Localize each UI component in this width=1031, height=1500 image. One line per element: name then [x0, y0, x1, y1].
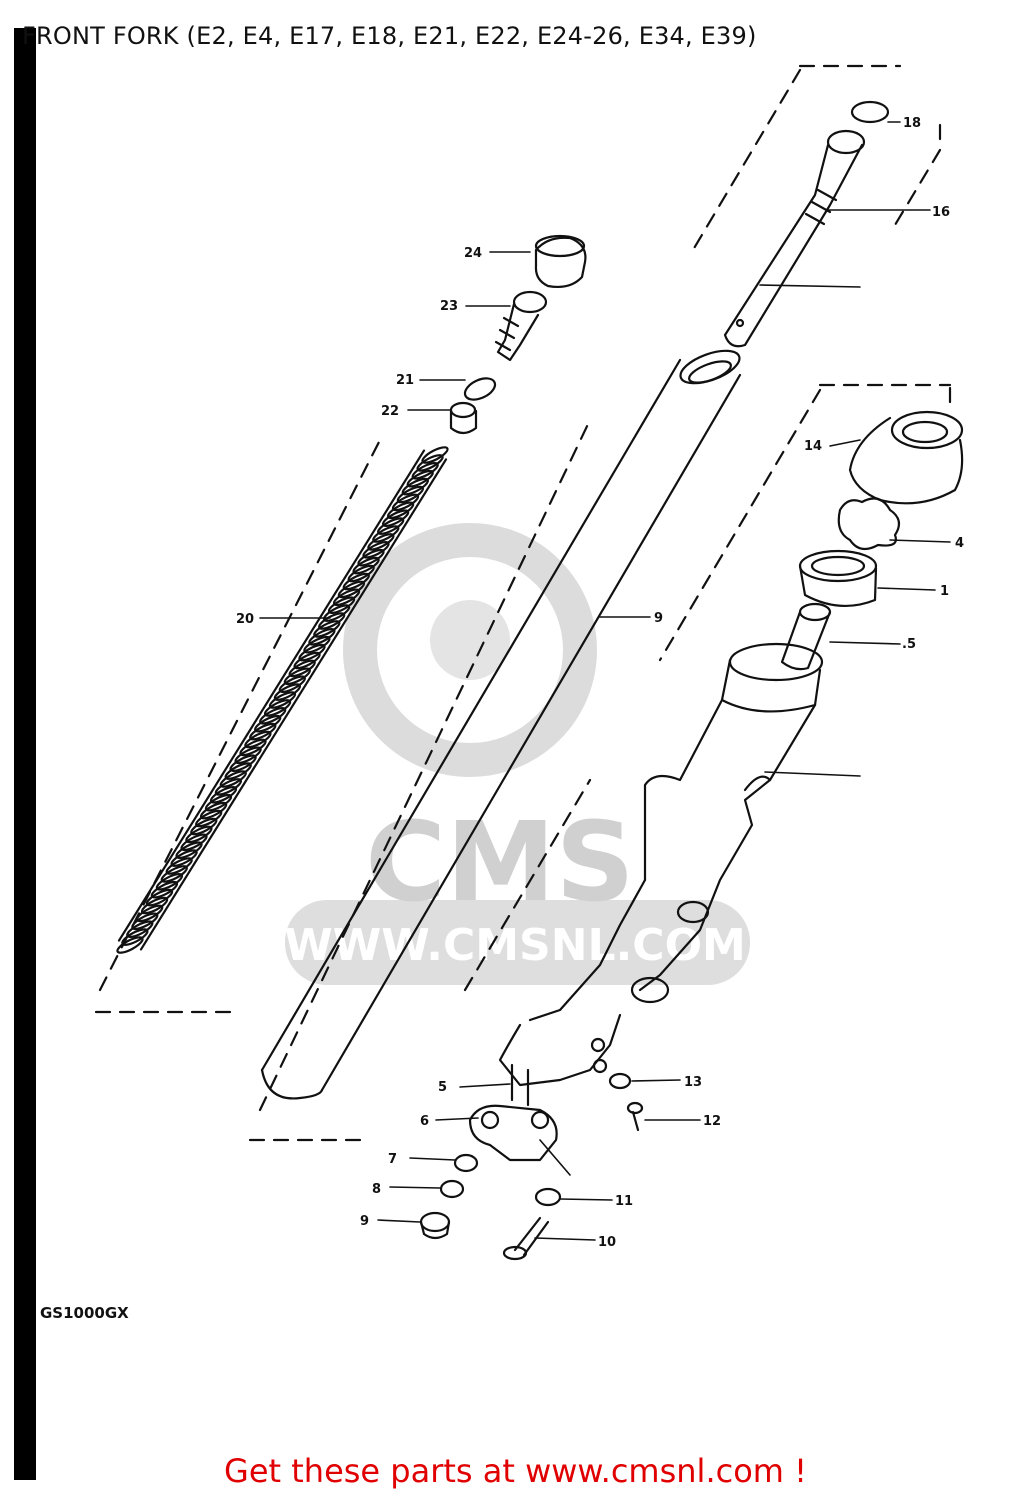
stopper-ring	[837, 497, 901, 551]
watermark-url: WWW.CMSNL.COM	[284, 920, 746, 971]
spring-edge	[117, 449, 426, 942]
callout-23: 23	[440, 299, 458, 314]
watermark-brand: CMS	[365, 798, 634, 926]
washer-2	[534, 1187, 562, 1207]
callout-11: 11	[615, 1194, 633, 1209]
callout-1: 1	[940, 584, 949, 599]
callout-9b: 9	[360, 1214, 369, 1229]
axle-holder	[468, 1104, 558, 1162]
callout-18: 18	[903, 116, 921, 131]
fork-nut	[449, 401, 478, 435]
cap-nut	[419, 1211, 451, 1240]
model-code: GS1000GX	[40, 1304, 129, 1322]
callout-13: 13	[684, 1075, 702, 1090]
callout-14: 14	[804, 439, 822, 454]
callout-15: .5	[902, 637, 916, 652]
oil-seal	[798, 549, 878, 608]
callout-numbers: 18 16 24 23 21 22 20 14 4 1 .5 9 5 6 7 8…	[236, 116, 964, 1250]
callout-4: 4	[955, 536, 964, 551]
damper-rod	[723, 100, 890, 348]
fork-spring	[116, 446, 449, 954]
nut-small	[608, 1072, 632, 1090]
callout-7: 7	[388, 1152, 397, 1167]
washer	[453, 1153, 479, 1173]
callout-24: 24	[464, 246, 482, 261]
spring-edge	[139, 458, 448, 951]
inner-fork-tube	[260, 349, 742, 1100]
bolt-small	[626, 1101, 644, 1132]
dust-seal	[848, 410, 964, 505]
callout-21: 21	[396, 373, 414, 388]
spring-washer	[439, 1179, 465, 1199]
callout-12: 12	[703, 1114, 721, 1129]
callout-20: 20	[236, 612, 254, 627]
callout-9: 9	[654, 611, 663, 626]
cta-link[interactable]: Get these parts at www.cmsnl.com !	[224, 1452, 807, 1490]
callout-22: 22	[381, 404, 399, 419]
left-margin-bar	[14, 28, 36, 1480]
callout-5: 5	[438, 1080, 447, 1095]
dashed-group-outline-right	[463, 64, 952, 992]
spring-coil	[116, 936, 144, 954]
outer-fork-tube	[498, 642, 824, 1087]
callout-10: 10	[598, 1235, 616, 1250]
page-title: FRONT FORK (E2, E4, E17, E18, E21, E22, …	[22, 22, 757, 50]
callout-16: 16	[932, 205, 950, 220]
o-ring	[463, 377, 497, 401]
fork-cap-bolt	[494, 290, 548, 362]
callout-6: 6	[420, 1114, 429, 1129]
damper-seat	[780, 602, 832, 671]
callout-leaders	[259, 121, 951, 1241]
callout-8: 8	[372, 1182, 381, 1197]
dashed-group-outline-left	[94, 418, 592, 1142]
cap-bolt-cover	[534, 234, 587, 289]
